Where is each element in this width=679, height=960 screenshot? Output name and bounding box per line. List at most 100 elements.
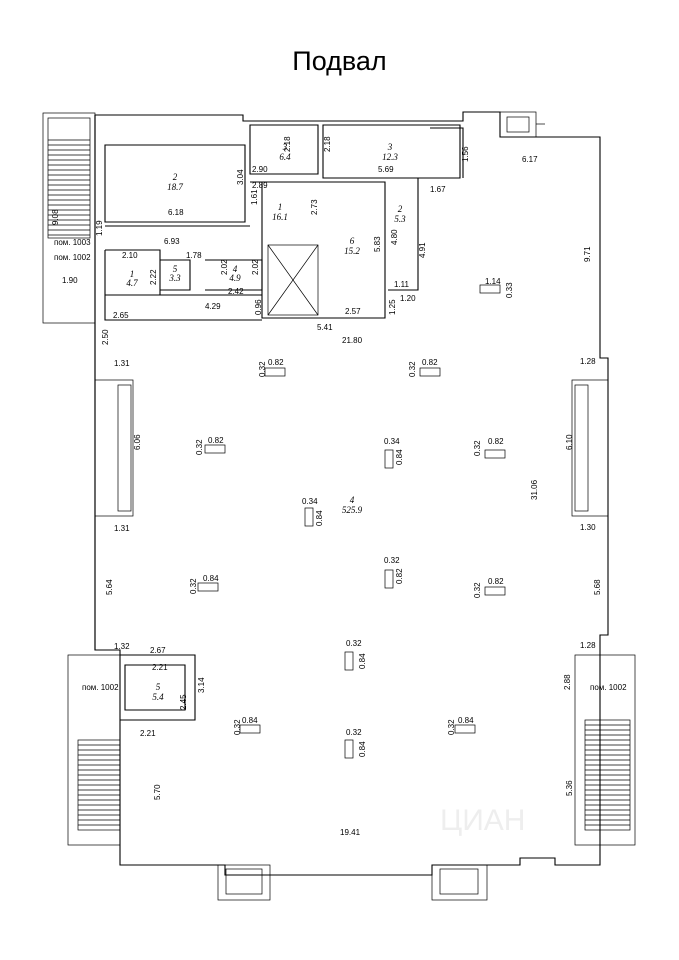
dimension-label: 2.45: [179, 694, 188, 710]
dimension-label: 0.84: [315, 510, 324, 526]
room-area: 16.1: [272, 212, 288, 222]
dimension-label: 0.32: [189, 578, 198, 594]
dimension-label: 1.56: [461, 146, 470, 162]
dimension-label: 3.14: [197, 677, 206, 693]
dimension-label: 1.67: [430, 185, 446, 194]
dimension-label: 2.02: [251, 259, 260, 275]
room-area: 4.9: [229, 273, 241, 283]
dimension-label: 5.68: [593, 579, 602, 595]
dimension-label: 5.69: [378, 165, 394, 174]
dimension-label: 0.32: [233, 719, 242, 735]
premises-label: пом. 1003: [54, 238, 91, 247]
dimension-labels: 9.081.191.902.502.656.931.782.102.226.18…: [51, 136, 602, 837]
dimension-label: 0.84: [358, 741, 367, 757]
dimension-label: 6.18: [168, 208, 184, 217]
top-right-entrance: [499, 111, 545, 138]
bottom-entrances: [217, 864, 488, 901]
room-number: 1: [278, 202, 283, 212]
dimension-label: 0.32: [447, 719, 456, 735]
room-number: 4: [350, 495, 355, 505]
dimension-label: 6.17: [522, 155, 538, 164]
room-area: 5.4: [152, 692, 164, 702]
dimension-label: 1.28: [580, 641, 596, 650]
dimension-label: 0.32: [258, 361, 267, 377]
dimension-label: 1.28: [580, 357, 596, 366]
dimension-label: 1.30: [580, 523, 596, 532]
premises-label: пом. 1002: [54, 253, 91, 262]
room-number: 2: [398, 204, 403, 214]
dimension-label: 1.78: [186, 251, 202, 260]
dimension-label: 2.18: [323, 136, 332, 152]
dimension-label: 21.80: [342, 336, 363, 345]
watermark: ЦИАН: [440, 804, 525, 837]
dimension-label: 1.31: [114, 524, 130, 533]
dimension-label: 6.93: [164, 237, 180, 246]
room-area: 18.7: [167, 182, 183, 192]
room-labels: 2 18.7 3 6.4 3 12.3 1 16.1 2 5.3 6 15.2 …: [126, 142, 406, 702]
dimension-label: 1.32: [114, 642, 130, 651]
dimension-label: 0.33: [505, 282, 514, 298]
dimension-label: 1.61: [250, 189, 259, 205]
dimension-label: 0.84: [458, 716, 474, 725]
bottom-left-stair: [67, 654, 121, 846]
dimension-label: 0.34: [302, 497, 318, 506]
room-area: 525.9: [342, 505, 363, 515]
dimension-label: 0.84: [395, 449, 404, 465]
dimension-label: 0.32: [346, 728, 362, 737]
dimension-label: 0.32: [473, 582, 482, 598]
windows: [94, 379, 609, 517]
dimension-label: 0.96: [254, 299, 263, 315]
dimension-label: 2.67: [150, 646, 166, 655]
dimension-label: 2.21: [140, 729, 156, 738]
dimension-label: 5.41: [317, 323, 333, 332]
room-number: 3: [282, 142, 288, 152]
dimension-label: 0.34: [384, 437, 400, 446]
dimension-label: 2.22: [149, 269, 158, 285]
dimension-label: 0.32: [195, 439, 204, 455]
dimension-label: 1.14: [485, 277, 501, 286]
dimension-label: 0.84: [203, 574, 219, 583]
dimension-label: 2.89: [252, 181, 268, 190]
columns: [197, 284, 506, 759]
dimension-label: 0.32: [408, 361, 417, 377]
dimension-label: 2.65: [113, 311, 129, 320]
dimension-label: 0.32: [473, 440, 482, 456]
dimension-label: 2.10: [122, 251, 138, 260]
room-number: 1: [130, 269, 135, 279]
dimension-label: 6.06: [133, 434, 142, 450]
dimension-label: 0.32: [346, 639, 362, 648]
dimension-label: 1.19: [95, 220, 104, 236]
dimension-label: 1.25: [388, 299, 397, 315]
dimension-label: 2.88: [563, 674, 572, 690]
dimension-label: 3.04: [236, 169, 245, 185]
dimension-label: 0.82: [488, 577, 504, 586]
dimension-label: 6.10: [565, 434, 574, 450]
elevator-shaft: [267, 244, 319, 316]
dimension-label: 0.82: [422, 358, 438, 367]
dimension-label: 1.20: [400, 294, 416, 303]
dimension-label: 0.82: [268, 358, 284, 367]
dimension-label: 2.50: [101, 329, 110, 345]
dimension-label: 0.32: [384, 556, 400, 565]
bottom-right-stair: [574, 654, 636, 846]
dimension-label: 2.42: [228, 287, 244, 296]
dimension-label: 2.90: [252, 165, 268, 174]
dimension-label: 0.84: [242, 716, 258, 725]
premises-labels: пом. 1003 пом. 1002 пом. 1002 пом. 1002: [54, 238, 627, 692]
dimension-label: 2.02: [220, 259, 229, 275]
room-number: 4: [233, 264, 238, 274]
dimension-label: 31.06: [530, 479, 539, 500]
dimension-label: 9.71: [583, 246, 592, 262]
dimension-label: 2.18: [283, 136, 292, 152]
room-area: 6.4: [279, 152, 291, 162]
dimension-label: 0.82: [208, 436, 224, 445]
dimension-label: 1.90: [62, 276, 78, 285]
room-number: 5: [173, 264, 178, 274]
room-area: 3.3: [168, 273, 181, 283]
dimension-label: 1.31: [114, 359, 130, 368]
left-stair: [42, 112, 96, 324]
dimension-label: 1.11: [394, 280, 410, 289]
room-number: 6: [350, 236, 355, 246]
dimension-label: 0.82: [395, 568, 404, 584]
dimension-label: 0.84: [358, 653, 367, 669]
